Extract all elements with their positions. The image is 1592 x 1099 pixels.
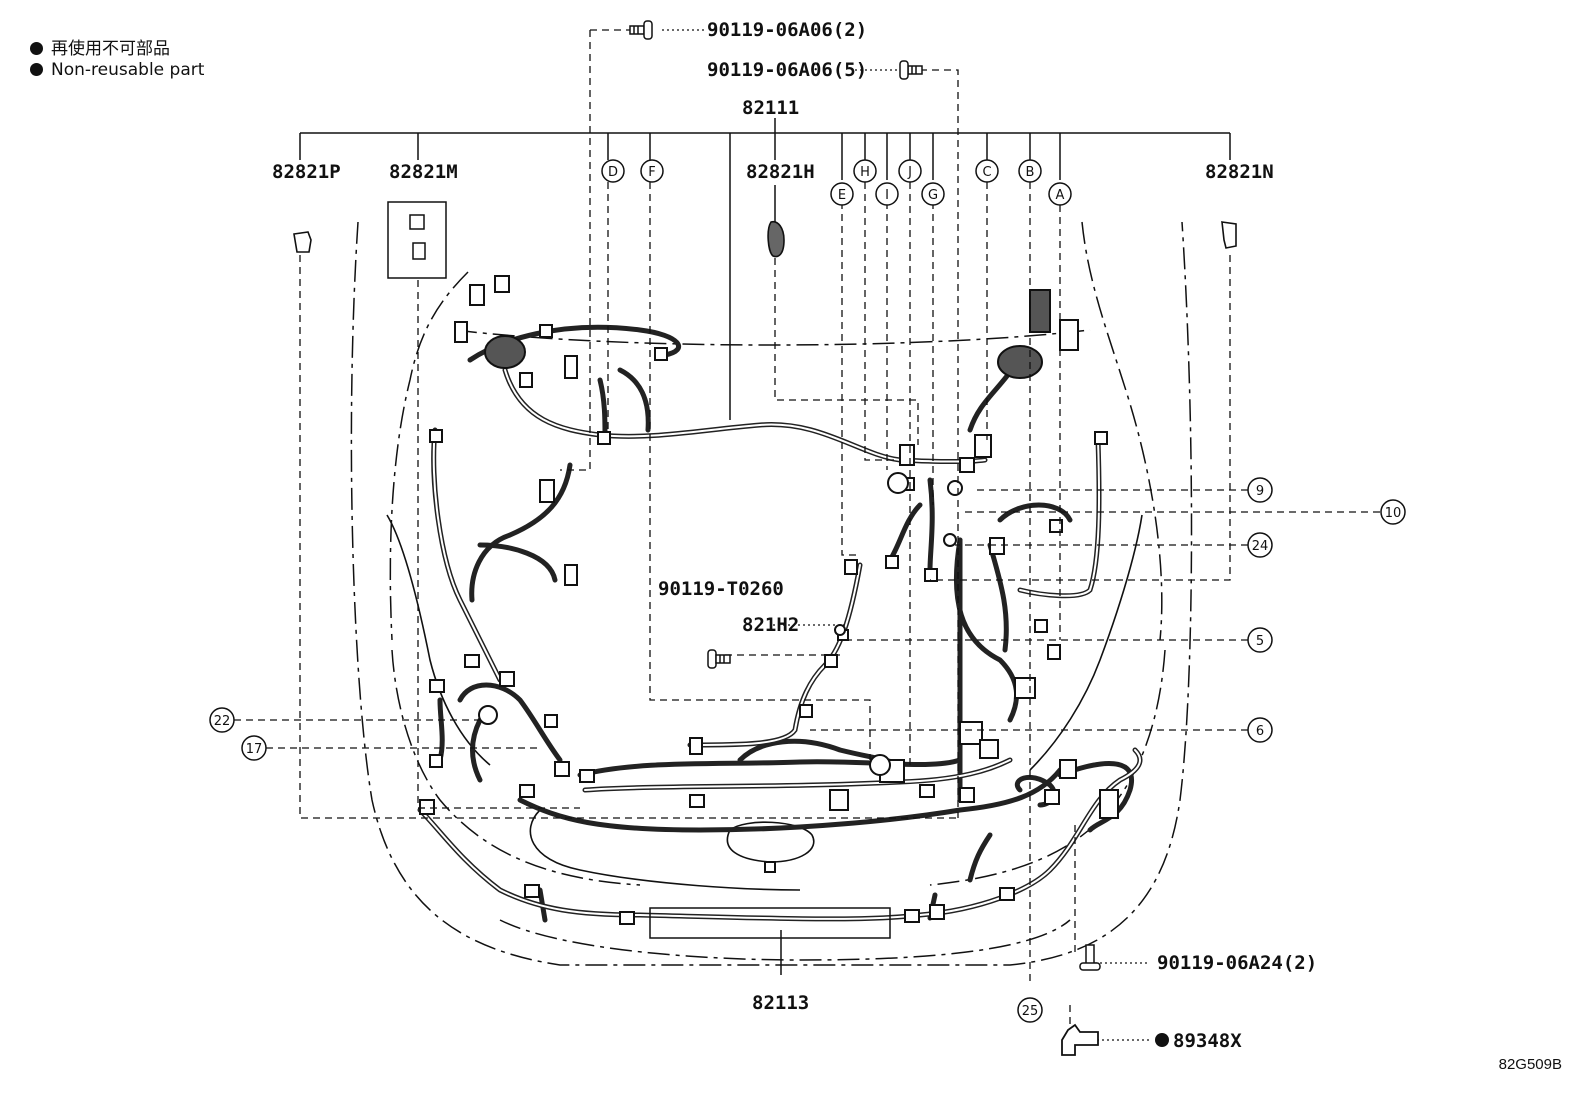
label-bolt-center: 90119-T0260 [658,578,784,600]
svg-text:A: A [1056,188,1065,203]
svg-text:10: 10 [1385,506,1402,521]
svg-text:6: 6 [1256,724,1264,739]
letter-callouts: D F H J C B E I G A [601,159,1072,206]
label-conn-h2: 821H2 [742,614,799,636]
bolt-icon-top [629,20,653,40]
svg-text:22: 22 [214,714,231,729]
non-reusable-dot-icon [30,63,43,76]
label-bolt-right: 90119-06A24(2) [1157,952,1317,974]
non-reusable-dot-icon [30,42,43,55]
callout-letter-f: F [640,159,664,183]
label-bolt-top: 90119-06A06(2) [707,19,867,41]
callout-number-22: 22 [209,707,235,733]
callout-letter-g: G [921,182,945,206]
label-conn-h: 82821H [746,161,815,183]
number-callouts: 9 10 24 5 6 22 17 25 [209,477,1406,1023]
callout-number-6: 6 [1247,717,1273,743]
callout-letter-j: J [898,159,922,183]
svg-text:H: H [860,165,870,180]
legend-non-reusable-en: Non-reusable part [30,60,204,80]
callout-letter-i: I [875,182,899,206]
bracket-clip-icon [1061,1023,1099,1056]
label-leader-dotted [662,29,1150,1041]
svg-text:24: 24 [1252,539,1269,554]
non-reusable-dot-icon [1155,1033,1169,1047]
bolt-icon-right [1079,944,1101,971]
svg-text:G: G [928,188,938,203]
label-conn-p: 82821P [272,161,341,183]
callout-letter-b: B [1018,159,1042,183]
svg-text:I: I [885,188,889,203]
callout-letter-h: H [853,159,877,183]
svg-text:5: 5 [1256,634,1264,649]
svg-text:E: E [838,188,846,203]
callout-number-10: 10 [1380,499,1406,525]
fender-outlines [386,514,1143,891]
svg-text:B: B [1026,165,1035,180]
front-harness-bracket-box [649,907,891,939]
svg-text:J: J [907,165,912,180]
harness-inner-lines [419,369,1141,920]
connector-82821m-icon [409,214,426,260]
callout-number-9: 9 [1247,477,1273,503]
connector-clip-icons [293,220,1237,258]
svg-text:17: 17 [246,742,263,757]
svg-text:F: F [648,165,655,180]
svg-text:D: D [608,165,618,180]
figure-id: 82G509B [1498,1056,1562,1073]
svg-text:25: 25 [1022,1004,1039,1019]
label-bolt-top2: 90119-06A06(5) [707,59,867,81]
connector-82821m-box [387,201,447,279]
label-harness-main: 82111 [742,97,799,119]
label-conn-m: 82821M [389,161,458,183]
harness-connectors [419,275,1119,925]
callout-letter-d: D [601,159,625,183]
legend-non-reusable-jp: 再使用不可部品 [30,34,170,59]
svg-text:C: C [982,165,991,180]
callout-number-24: 24 [1247,532,1273,558]
callout-letter-a: A [1048,182,1072,206]
label-conn-n: 82821N [1205,161,1274,183]
part-reference-brackets [299,118,1231,975]
callout-letter-e: E [830,182,854,206]
svg-text:9: 9 [1256,484,1264,499]
callout-number-25: 25 [1017,997,1043,1023]
vehicle-body-outline [350,221,1193,966]
label-bracket: 89348X [1173,1030,1242,1052]
callout-letter-c: C [975,159,999,183]
callout-number-5: 5 [1247,627,1273,653]
leader-dashed-lines [234,29,1380,1025]
callout-number-17: 17 [241,735,267,761]
bolt-icon-top2 [899,60,923,80]
bolt-icon-center [707,649,731,669]
label-harness-front: 82113 [752,992,809,1014]
